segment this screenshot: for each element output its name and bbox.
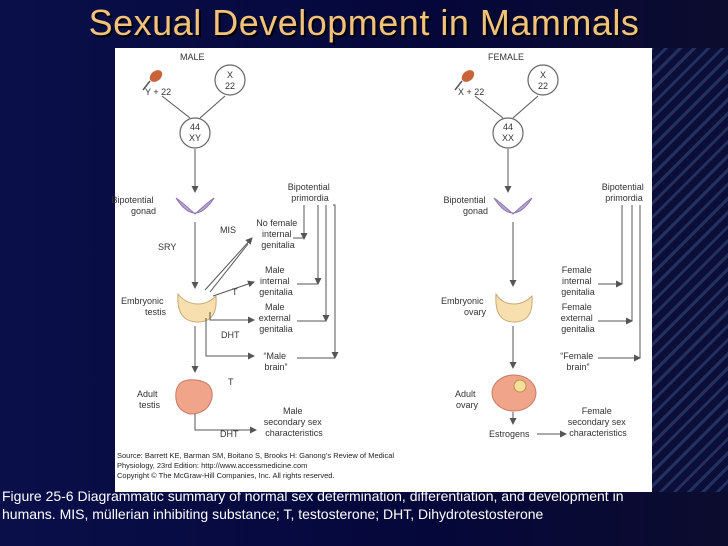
male-dht1-label: DHT bbox=[221, 330, 240, 340]
male-embryonic-testis-shape bbox=[177, 292, 217, 323]
male-adult-testis-shape bbox=[175, 379, 213, 415]
male-egg-circle bbox=[214, 64, 246, 96]
source-line-1: Source: Barrett KE, Barman SM, Boitano S… bbox=[117, 451, 394, 460]
male-brain-label: “Male brain” bbox=[263, 351, 288, 372]
source-line-2: Physiology, 23rd Edition: http://www.acc… bbox=[117, 461, 307, 470]
male-sperm-icon bbox=[142, 70, 163, 91]
female-header: FEMALE bbox=[488, 52, 524, 62]
male-dht2-label: DHT bbox=[220, 429, 239, 439]
female-secondary-label: Female secondary sex characteristics bbox=[568, 406, 629, 438]
female-sperm-label: X + 22 bbox=[458, 87, 484, 97]
female-bipotential-gonad-label: Bipotential gonad bbox=[443, 195, 488, 216]
female-external-label: Female external genitalia bbox=[561, 302, 596, 334]
slide-title: Sexual Development in Mammals bbox=[88, 2, 640, 43]
male-no-female-label: No female internal genitalia bbox=[256, 218, 300, 250]
male-embryonic-testis-label: Embryonic testis bbox=[121, 296, 167, 317]
male-egg-top: X bbox=[227, 70, 233, 80]
female-zygote-circle bbox=[492, 117, 524, 149]
male-sry-label: SRY bbox=[158, 242, 176, 252]
male-secondary-label: Male secondary sex characteristics bbox=[264, 406, 325, 438]
female-sperm-icon bbox=[454, 70, 475, 91]
female-embryonic-ovary-label: Embryonic ovary bbox=[441, 296, 487, 317]
male-zygote-top: 44 bbox=[190, 122, 200, 132]
female-egg-bottom: 22 bbox=[538, 81, 548, 91]
male-bipotential-primordia-label: Bipotential primordia bbox=[288, 182, 333, 203]
male-mis-label: MIS bbox=[220, 225, 236, 235]
decorative-stripes bbox=[650, 48, 728, 492]
figure-caption: Figure 25-6 Diagrammatic summary of norm… bbox=[2, 488, 624, 522]
female-adult-ovary-label: Adult ovary bbox=[455, 389, 479, 410]
male-t2-label: T bbox=[228, 377, 234, 387]
follicle-icon bbox=[513, 379, 527, 393]
source-line-3: Copyright © The McGraw-Hill Companies, I… bbox=[117, 471, 335, 480]
female-zygote-top: 44 bbox=[503, 122, 513, 132]
female-bipotential-primordia-label: Bipotential primordia bbox=[602, 182, 647, 203]
male-t1-label: T bbox=[232, 287, 238, 297]
male-adult-testis-label: Adult testis bbox=[137, 389, 161, 410]
female-estrogens-label: Estrogens bbox=[489, 429, 530, 439]
female-adult-ovary-shape bbox=[491, 374, 537, 412]
male-egg-bottom: 22 bbox=[225, 81, 235, 91]
male-zygote-bottom: XY bbox=[189, 133, 201, 143]
female-brain-label: “Female brain” bbox=[560, 351, 596, 372]
male-header: MALE bbox=[180, 52, 205, 62]
male-sperm-label: Y + 22 bbox=[145, 87, 171, 97]
female-egg-top: X bbox=[540, 70, 546, 80]
male-bipotential-gonad-shape bbox=[175, 197, 215, 215]
male-internal-label: Male internal genitalia bbox=[259, 265, 293, 297]
female-bipotential-gonad-shape bbox=[493, 197, 533, 215]
female-zygote-bottom: XX bbox=[502, 133, 514, 143]
female-embryonic-ovary-shape bbox=[495, 292, 533, 323]
female-internal-label: Female internal genitalia bbox=[561, 265, 595, 297]
male-external-label: Male external genitalia bbox=[259, 302, 294, 334]
male-bipotential-gonad-label: Bipotential gonad bbox=[111, 195, 156, 216]
female-egg-circle bbox=[527, 64, 559, 96]
male-zygote-circle bbox=[179, 117, 211, 149]
